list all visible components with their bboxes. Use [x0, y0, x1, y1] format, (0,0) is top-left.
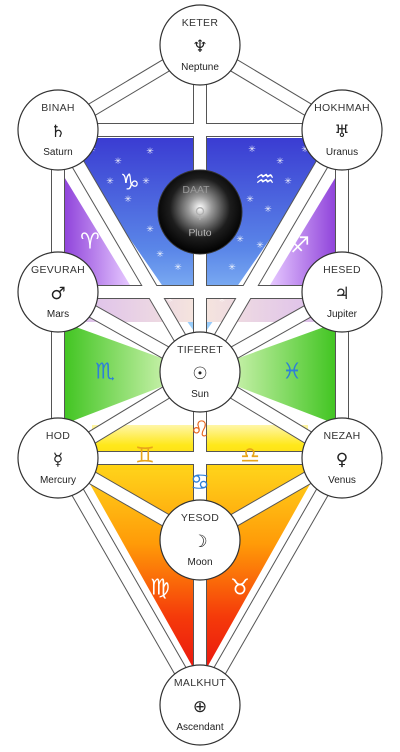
path-hod-malkhut	[52, 455, 206, 708]
daat-name: DAAT	[182, 184, 210, 196]
gemini-icon: ♊	[135, 444, 155, 469]
daat-node: DAAT ♀ Pluto	[157, 169, 243, 255]
star-icon: ✳	[284, 177, 292, 187]
sephirah-planet: Jupiter	[327, 309, 358, 320]
sephirah-planet: Venus	[328, 475, 356, 486]
sephirah-malkhut: MALKHUT ⊕ Ascendant	[159, 664, 241, 746]
zodiac-glyphs: ♑ ♒ ♈ ♐ ♏ ♓ ♌ ♊ ♎ ♋ ♍ ♉	[80, 168, 310, 601]
capricorn-icon: ♑	[120, 171, 140, 196]
sephirah-circle	[17, 417, 99, 499]
star-icon: ✳	[228, 263, 236, 273]
star-icon: ✳	[124, 195, 132, 205]
mercury-icon: ☿	[53, 450, 63, 470]
leo-icon: ♌	[190, 418, 210, 443]
sephirah-hod: HOD ☿ Mercury	[17, 417, 99, 499]
star-icon: ✳	[236, 235, 244, 245]
star-icon: ✳	[276, 157, 284, 167]
sephirah-circle	[301, 251, 383, 333]
pluto-icon: ♀	[195, 204, 206, 222]
star-icon: ✳	[166, 295, 174, 305]
pisces-icon: ♓	[282, 360, 302, 385]
sephirah-circle	[301, 417, 383, 499]
venus-icon: ♀	[336, 450, 348, 470]
star-icon: ✳	[256, 241, 264, 251]
sephirah-tiferet: TIFERET ☉ Sun	[159, 331, 241, 413]
sephirah-circle	[159, 4, 241, 86]
scorpio-icon: ♏	[95, 360, 115, 385]
sephirah-circle	[17, 89, 99, 171]
path-nezah-malkhut	[194, 455, 348, 708]
saturn-icon: ♄	[50, 122, 65, 142]
sun-icon: ☉	[192, 364, 207, 384]
sephirah-planet: Mercury	[40, 475, 76, 486]
star-icon: ✳	[156, 250, 164, 260]
sephirah-circle	[159, 664, 241, 746]
star-icon: ✳	[106, 177, 114, 187]
sephirah-name: NEZAH	[323, 430, 360, 442]
star-icon: ✳	[246, 195, 254, 205]
sephirah-hokhmah: HOKHMAH ♅ Uranus	[301, 89, 383, 171]
sephirah-circle	[159, 331, 241, 413]
sephirah-keter: KETER ♆ Neptune	[159, 4, 241, 86]
taurus-icon: ♉	[230, 576, 250, 601]
sephirah-name: TIFERET	[177, 344, 223, 356]
uranus-icon: ♅	[334, 122, 349, 142]
cancer-icon: ♋	[190, 471, 210, 496]
sephirah-name: BINAH	[41, 102, 75, 114]
aries-icon: ♈	[80, 230, 100, 255]
sephirah-name: HESED	[323, 264, 361, 276]
star-icon: ✳	[264, 205, 272, 215]
daat-planet: Pluto	[189, 228, 212, 239]
sephirah-planet: Mars	[47, 309, 69, 320]
sagittarius-icon: ♐	[290, 234, 310, 259]
sephirah-name: HOD	[46, 430, 70, 442]
sephirah-gevurah: GEVURAH ♂ Mars	[17, 251, 99, 333]
sephirah-circle	[17, 251, 99, 333]
sephirah-planet: Saturn	[43, 147, 72, 158]
star-icon: ✳	[248, 145, 256, 155]
star-icon: ✳	[142, 177, 150, 187]
sephirah-planet: Uranus	[326, 147, 358, 158]
sephirah-name: MALKHUT	[174, 677, 227, 689]
sephirah-name: YESOD	[181, 512, 219, 524]
violet-right-region	[270, 170, 340, 285]
ascendant-icon: ⊕	[193, 697, 207, 717]
moon-icon: ☽	[192, 532, 207, 552]
violet-left-region	[60, 170, 130, 285]
neptune-icon: ♆	[192, 37, 207, 57]
star-icon: ✳	[174, 263, 182, 273]
sephirah-name: KETER	[182, 17, 219, 29]
sephirah-circle	[159, 499, 241, 581]
sephirah-planet: Sun	[191, 389, 209, 400]
green-right-region	[200, 322, 338, 425]
sephirah-hesed: HESED ♃ Jupiter	[301, 251, 383, 333]
virgo-icon: ♍	[150, 576, 170, 601]
sephirah-planet: Neptune	[181, 62, 219, 73]
sephirah-name: HOKHMAH	[314, 102, 370, 114]
star-icon: ✳	[114, 157, 122, 167]
path-hokhmah-tiferet	[194, 126, 348, 376]
green-left-region	[62, 322, 200, 425]
sephirah-name: GEVURAH	[31, 264, 85, 276]
sephirah-binah: BINAH ♄ Saturn	[17, 89, 99, 171]
star-icon: ✳	[301, 145, 309, 155]
sephirah-circle	[301, 89, 383, 171]
mars-icon: ♂	[50, 284, 65, 304]
aquarius-icon: ♒	[255, 168, 275, 193]
sephirah-planet: Moon	[187, 557, 212, 568]
sephirah-yesod: YESOD ☽ Moon	[159, 499, 241, 581]
sephirah-planet: Ascendant	[176, 722, 223, 733]
path-binah-tiferet	[52, 126, 206, 376]
star-icon: ✳	[146, 147, 154, 157]
star-icon: ✳	[146, 225, 154, 235]
star-icon: ✳	[218, 295, 226, 305]
sephirah-nezah: NEZAH ♀ Venus	[301, 417, 383, 499]
jupiter-icon: ♃	[334, 284, 349, 304]
libra-icon: ♎	[240, 444, 260, 469]
